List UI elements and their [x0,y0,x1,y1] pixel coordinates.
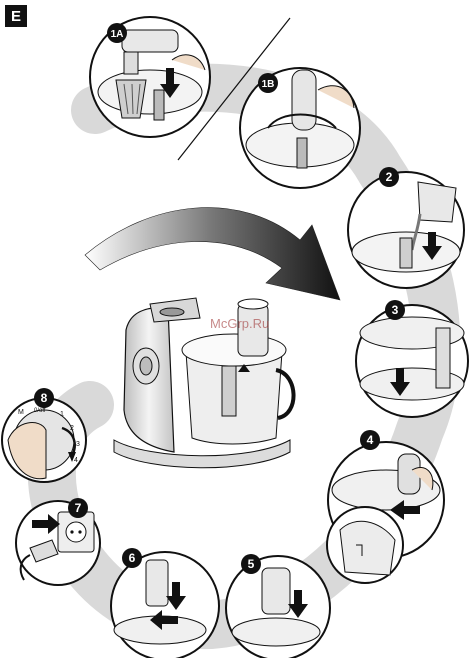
step-3-panel [355,300,469,418]
food-processor [113,297,296,469]
down-arrow-icon [422,232,442,260]
curved-arrow-icon [84,207,341,301]
step-1a-panel [89,16,211,138]
step-5-panel [225,554,331,658]
down-arrow-icon [166,582,186,610]
step-label-1a: 1A [111,29,124,40]
dial-label-1: 1 [60,411,64,418]
step-label-3: 3 [392,303,399,317]
down-arrow-icon [160,68,180,98]
step-2-panel [347,167,465,289]
down-arrow-icon [288,590,308,618]
dial-label-m: M [18,409,24,416]
divider-line [177,17,291,161]
step-label-2: 2 [386,170,393,184]
dial-label-2: 2 [70,425,74,432]
down-arrow-icon [390,368,410,396]
dial-label-off: 0/off [34,408,46,414]
step-1b-panel [239,67,361,189]
step-6-panel [110,548,220,658]
section-badge: E [5,5,27,27]
right-arrow-icon [32,514,60,534]
step-8-panel [1,388,87,483]
step-4-inset [326,506,404,584]
watermark: McGrp.Ru [210,316,270,331]
step-label-5: 5 [248,557,255,571]
dial-label-4: 4 [74,457,78,464]
step-label-1b: 1B [262,79,275,90]
plug-icon [29,539,59,563]
step-label-4: 4 [367,433,374,447]
step-label-8: 8 [41,391,48,405]
step-label-7: 7 [75,501,82,515]
left-arrow-icon [150,610,178,630]
hand-icon [7,422,47,480]
right-arrow-icon [390,500,420,520]
step-7-panel [15,498,101,586]
step-label-6: 6 [129,551,136,565]
dial-label-3: 3 [76,441,80,448]
